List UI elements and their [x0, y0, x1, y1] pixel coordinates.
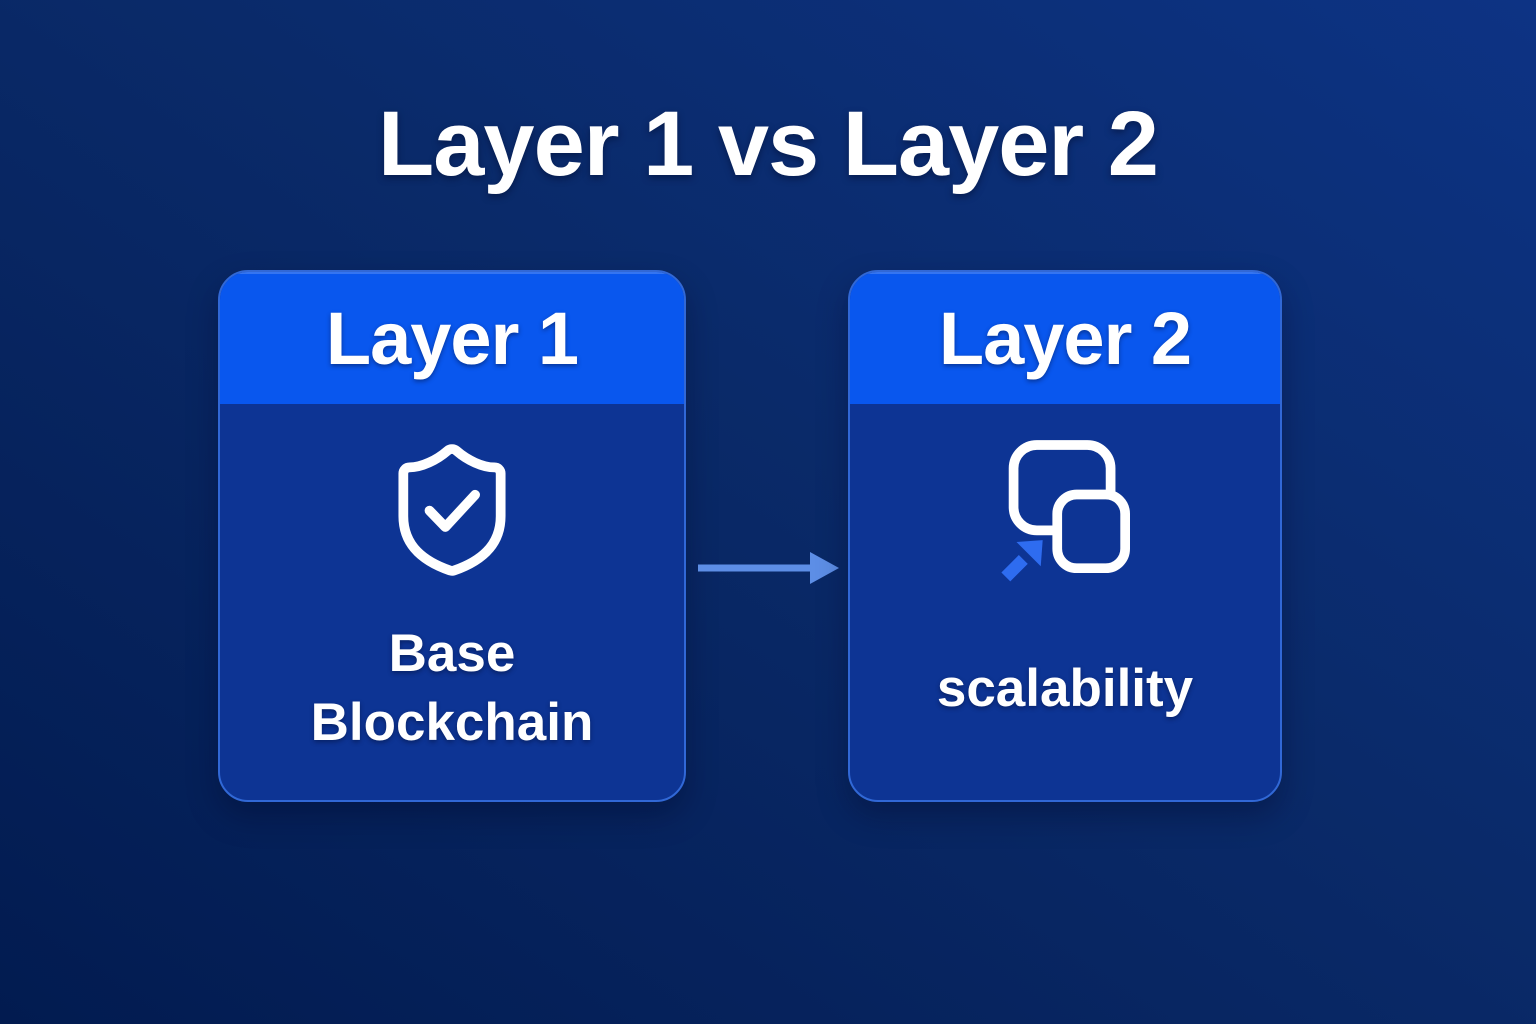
layer1-card-body: Base Blockchain [220, 404, 684, 800]
layer1-card-header: Layer 1 [220, 272, 684, 404]
layer2-card: Layer 2 scalability [848, 270, 1282, 802]
scale-up-arrow-icon [1001, 540, 1043, 582]
layer1-card: Layer 1 Base Blockchain [218, 270, 686, 802]
scaling-icon [1000, 434, 1130, 586]
layer2-card-label: scalability [936, 658, 1194, 718]
page-title: Layer 1 vs Layer 2 [378, 93, 1159, 195]
layer2-card-header-label: Layer 2 [938, 296, 1192, 380]
flow-arrow-icon [698, 550, 840, 591]
layer1-card-label: Base Blockchain [310, 624, 594, 752]
layer2-card-body: scalability [850, 404, 1280, 800]
shield-check-icon [379, 434, 525, 586]
layer2-card-header: Layer 2 [850, 272, 1280, 404]
layer1-card-header-label: Layer 1 [325, 296, 579, 380]
